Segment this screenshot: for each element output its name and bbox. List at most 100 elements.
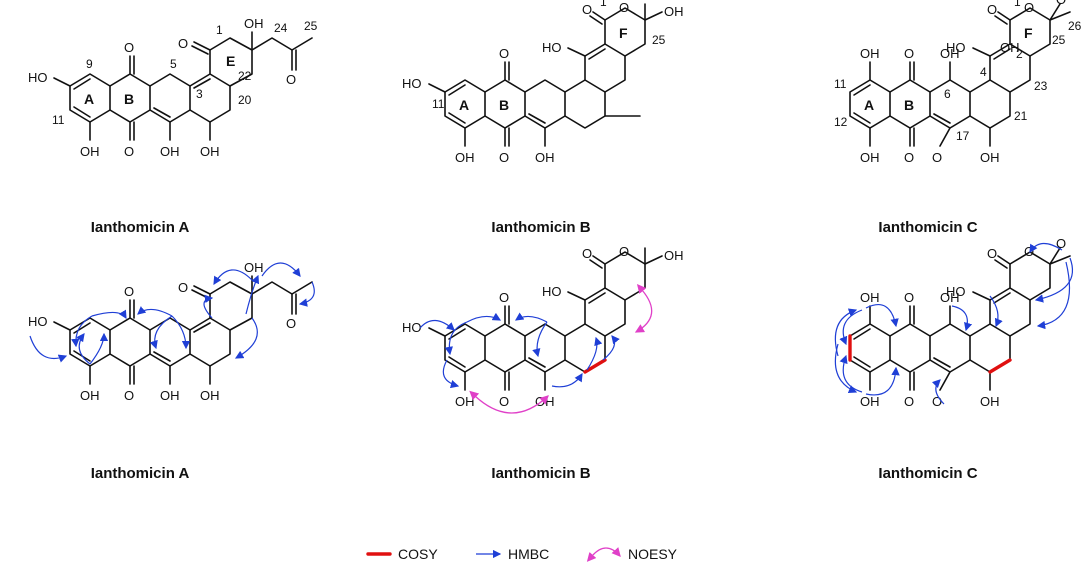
svg-text:OH: OH xyxy=(80,388,100,403)
svg-text:OH: OH xyxy=(160,144,180,159)
svg-text:HO: HO xyxy=(402,320,422,335)
svg-text:24: 24 xyxy=(274,21,288,35)
svg-text:17: 17 xyxy=(956,129,970,143)
svg-text:1: 1 xyxy=(1014,0,1021,9)
compound-name-b-bottom: Ianthomicin B xyxy=(491,465,590,482)
svg-text:9: 9 xyxy=(86,57,93,71)
svg-text:O: O xyxy=(904,46,914,61)
svg-text:O: O xyxy=(124,40,134,55)
svg-text:OH: OH xyxy=(664,4,684,19)
svg-text:O: O xyxy=(499,394,509,409)
legend-cosy-label: COSY xyxy=(398,546,438,562)
svg-text:OH: OH xyxy=(80,144,100,159)
compound-name-c-bottom: Ianthomicin C xyxy=(878,465,977,482)
legend-noesy-swatch xyxy=(586,547,621,562)
svg-text:21: 21 xyxy=(1014,109,1028,123)
svg-text:5: 5 xyxy=(170,57,177,71)
svg-text:6: 6 xyxy=(944,87,951,101)
svg-text:4: 4 xyxy=(980,65,987,79)
svg-text:2: 2 xyxy=(1016,47,1023,61)
svg-text:11: 11 xyxy=(52,113,65,127)
svg-text:HO: HO xyxy=(946,40,966,55)
svg-text:O: O xyxy=(499,46,509,61)
svg-text:A: A xyxy=(459,97,469,113)
svg-text:26: 26 xyxy=(1068,19,1082,33)
structure-ianthomicin-c-top: OH OH O O HO OH OH O O O O OH 1 2 25 26 … xyxy=(834,0,1082,165)
svg-text:O: O xyxy=(1056,236,1066,251)
svg-text:20: 20 xyxy=(238,93,252,107)
svg-text:OH: OH xyxy=(940,290,960,305)
svg-text:25: 25 xyxy=(652,33,666,47)
svg-text:23: 23 xyxy=(1034,79,1048,93)
svg-text:O: O xyxy=(499,290,509,305)
svg-text:O: O xyxy=(286,316,296,331)
svg-text:O: O xyxy=(932,394,942,409)
svg-text:OH: OH xyxy=(244,260,264,275)
structure-ianthomicin-b-top: HO O O OH OH HO OH O O 11 1 25 A B F xyxy=(402,0,684,165)
svg-text:F: F xyxy=(1024,25,1033,41)
svg-text:O: O xyxy=(1024,0,1034,15)
svg-text:OH: OH xyxy=(200,388,220,403)
svg-text:O: O xyxy=(124,388,134,403)
svg-text:12: 12 xyxy=(834,115,848,129)
svg-text:OH: OH xyxy=(455,394,475,409)
svg-text:B: B xyxy=(124,91,134,107)
svg-text:O: O xyxy=(904,150,914,165)
svg-text:HO: HO xyxy=(542,284,562,299)
svg-text:HO: HO xyxy=(28,70,48,85)
svg-text:O: O xyxy=(619,244,629,259)
compound-name-a-top: Ianthomicin A xyxy=(91,219,190,236)
svg-text:O: O xyxy=(1056,0,1066,7)
svg-text:OH: OH xyxy=(940,46,960,61)
svg-text:O: O xyxy=(932,150,942,165)
svg-text:1: 1 xyxy=(600,0,607,9)
svg-text:1: 1 xyxy=(216,23,223,37)
compound-name-a-bottom: Ianthomicin A xyxy=(91,465,190,482)
svg-text:O: O xyxy=(904,394,914,409)
svg-text:B: B xyxy=(904,97,914,113)
svg-text:OH: OH xyxy=(860,150,880,165)
legend: COSY HMBC NOESY xyxy=(366,546,678,562)
compound-name-c-top: Ianthomicin C xyxy=(878,219,977,236)
structure-ianthomicin-c-bottom: OH OH O O HO OH OH O O O O xyxy=(834,236,1074,409)
legend-noesy-label: NOESY xyxy=(628,546,678,562)
svg-text:OH: OH xyxy=(160,388,180,403)
svg-text:OH: OH xyxy=(860,46,880,61)
svg-text:HO: HO xyxy=(28,314,48,329)
svg-text:E: E xyxy=(226,53,235,69)
svg-text:OH: OH xyxy=(1000,40,1020,55)
svg-text:HO: HO xyxy=(542,40,562,55)
svg-text:OH: OH xyxy=(860,394,880,409)
svg-text:O: O xyxy=(178,280,188,295)
structure-ianthomicin-a-bottom: HO O O OH OH OH OH O O xyxy=(28,260,315,403)
compound-name-b-top: Ianthomicin B xyxy=(491,219,590,236)
svg-text:OH: OH xyxy=(244,16,264,31)
svg-text:OH: OH xyxy=(535,150,555,165)
svg-text:25: 25 xyxy=(1052,33,1066,47)
svg-text:OH: OH xyxy=(980,150,1000,165)
svg-text:HO: HO xyxy=(402,76,422,91)
legend-hmbc-label: HMBC xyxy=(508,546,549,562)
svg-text:O: O xyxy=(1024,244,1034,259)
svg-text:O: O xyxy=(619,0,629,15)
svg-text:OH: OH xyxy=(664,248,684,263)
svg-text:B: B xyxy=(499,97,509,113)
svg-text:25: 25 xyxy=(304,19,318,33)
svg-text:O: O xyxy=(499,150,509,165)
svg-text:A: A xyxy=(84,91,94,107)
svg-text:A: A xyxy=(864,97,874,113)
svg-text:O: O xyxy=(124,284,134,299)
svg-text:3: 3 xyxy=(196,87,203,101)
svg-text:OH: OH xyxy=(860,290,880,305)
svg-text:O: O xyxy=(582,246,592,261)
svg-text:OH: OH xyxy=(455,150,475,165)
svg-text:O: O xyxy=(178,36,188,51)
svg-text:11: 11 xyxy=(432,97,445,111)
structure-ianthomicin-b-bottom: HO O O OH OH HO OH O O xyxy=(402,244,684,414)
svg-text:OH: OH xyxy=(535,394,555,409)
svg-text:22: 22 xyxy=(238,69,252,83)
svg-text:O: O xyxy=(124,144,134,159)
svg-text:11: 11 xyxy=(834,77,847,91)
svg-text:O: O xyxy=(987,2,997,17)
